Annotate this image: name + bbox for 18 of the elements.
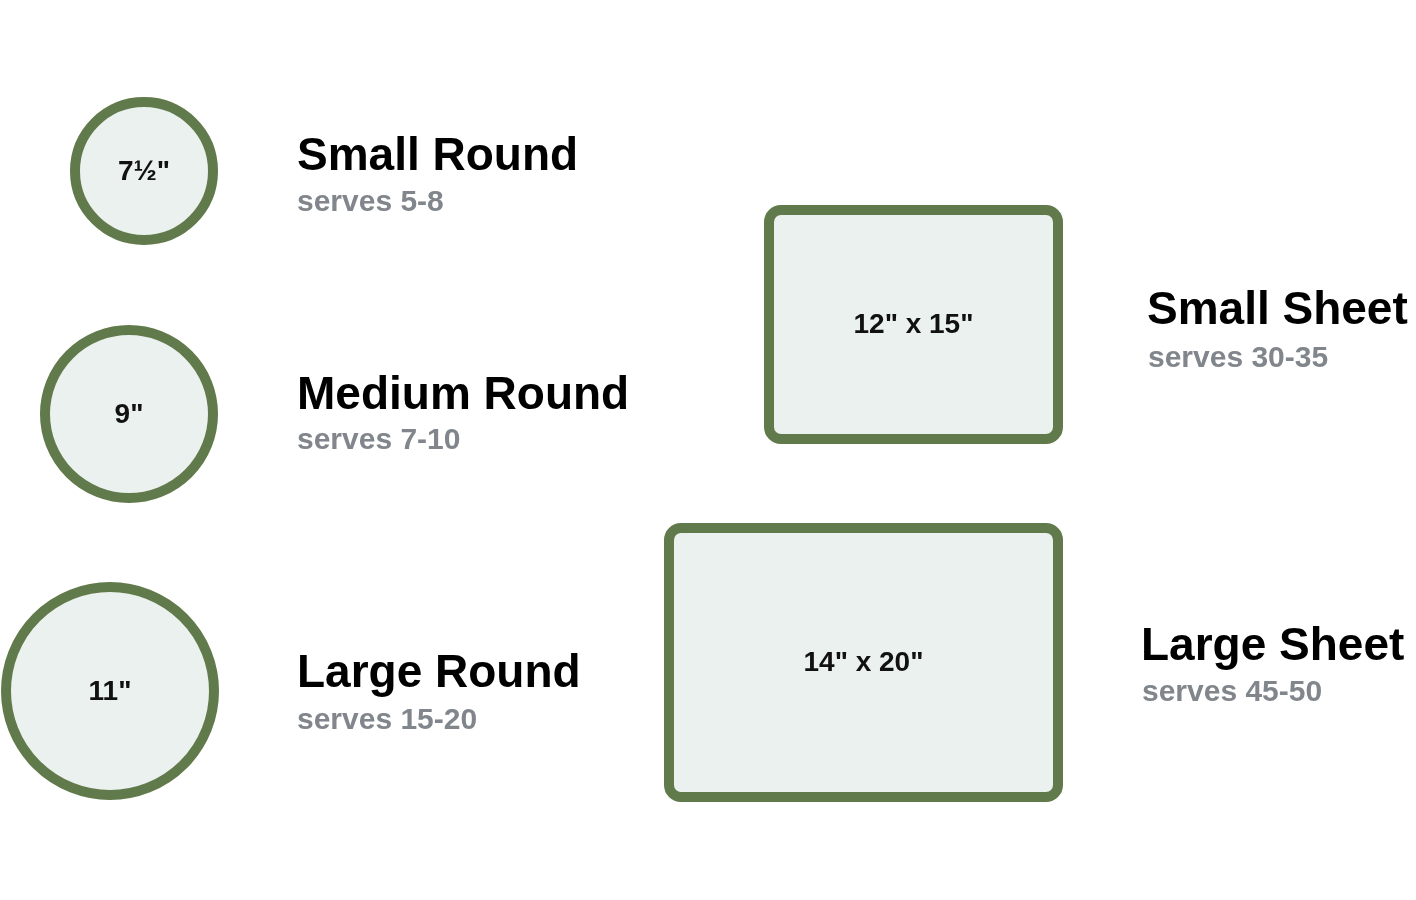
serving-count: serves 45-50 — [1142, 676, 1323, 706]
pan-size-label: 12" x 15" — [853, 309, 974, 340]
round-pan-outline — [70, 97, 218, 245]
pan-name: Small Round — [297, 131, 579, 177]
sheet-pan-outline — [664, 523, 1063, 802]
pan-size-label: 11" — [88, 675, 132, 707]
round-pan-outline — [40, 325, 218, 503]
pan-name: Small Sheet — [1147, 285, 1408, 331]
pan-size-label: 9" — [114, 398, 144, 430]
serving-count: serves 30-35 — [1148, 342, 1329, 372]
pan-size-label: 7½" — [117, 155, 171, 187]
serving-count: serves 7-10 — [297, 424, 461, 454]
serving-count: serves 5-8 — [297, 186, 444, 216]
round-pan-outline — [1, 582, 219, 800]
pan-name: Medium Round — [297, 370, 630, 416]
pan-size-label: 14" x 20" — [803, 647, 924, 678]
sheet-pan-outline — [764, 205, 1063, 444]
serving-count: serves 15-20 — [297, 704, 478, 734]
